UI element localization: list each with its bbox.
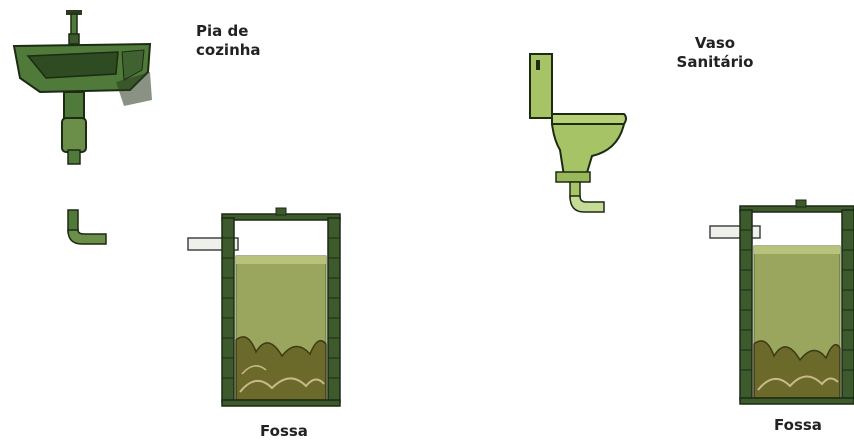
fossa-label-right: Fossa xyxy=(774,416,822,434)
sink-label-line2: cozinha xyxy=(196,41,261,59)
toilet-icon xyxy=(529,53,627,213)
kitchen-sink-icon xyxy=(12,10,152,165)
septic-tank-icon xyxy=(709,199,854,405)
toilet-label-line1: Vaso xyxy=(694,34,736,52)
toilet-label-line2: Sanitário xyxy=(676,53,754,71)
sink-label-line1: Pia de xyxy=(196,22,249,40)
drain-pipe-icon xyxy=(67,209,107,245)
septic-tank-icon xyxy=(187,207,341,407)
fossa-label-left: Fossa xyxy=(260,422,308,440)
sink-label: Pia de cozinha xyxy=(196,22,261,60)
toilet-label: Vaso Sanitário xyxy=(660,34,770,72)
